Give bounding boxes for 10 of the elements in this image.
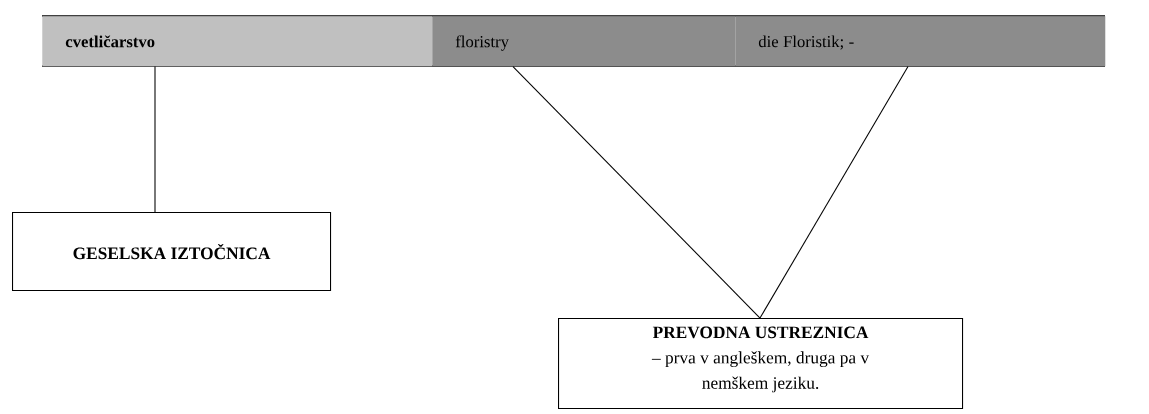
table-cell: cvetličarstvo [42, 16, 433, 67]
connector-line [759, 66, 909, 319]
node-label: die Floristik; - [758, 35, 854, 50]
text-box: GESELSKA IZTOČNICA [12, 212, 332, 292]
table-cell: floristry [432, 16, 736, 67]
table-cell: die Floristik; - [735, 16, 1106, 67]
connector-line [154, 66, 156, 213]
connector-line [512, 66, 761, 319]
text-box: PREVODNA USTREZNICA – prva v angleškem, druga pa v nemškem jeziku. [558, 318, 964, 410]
node-label: floristry [455, 35, 509, 51]
